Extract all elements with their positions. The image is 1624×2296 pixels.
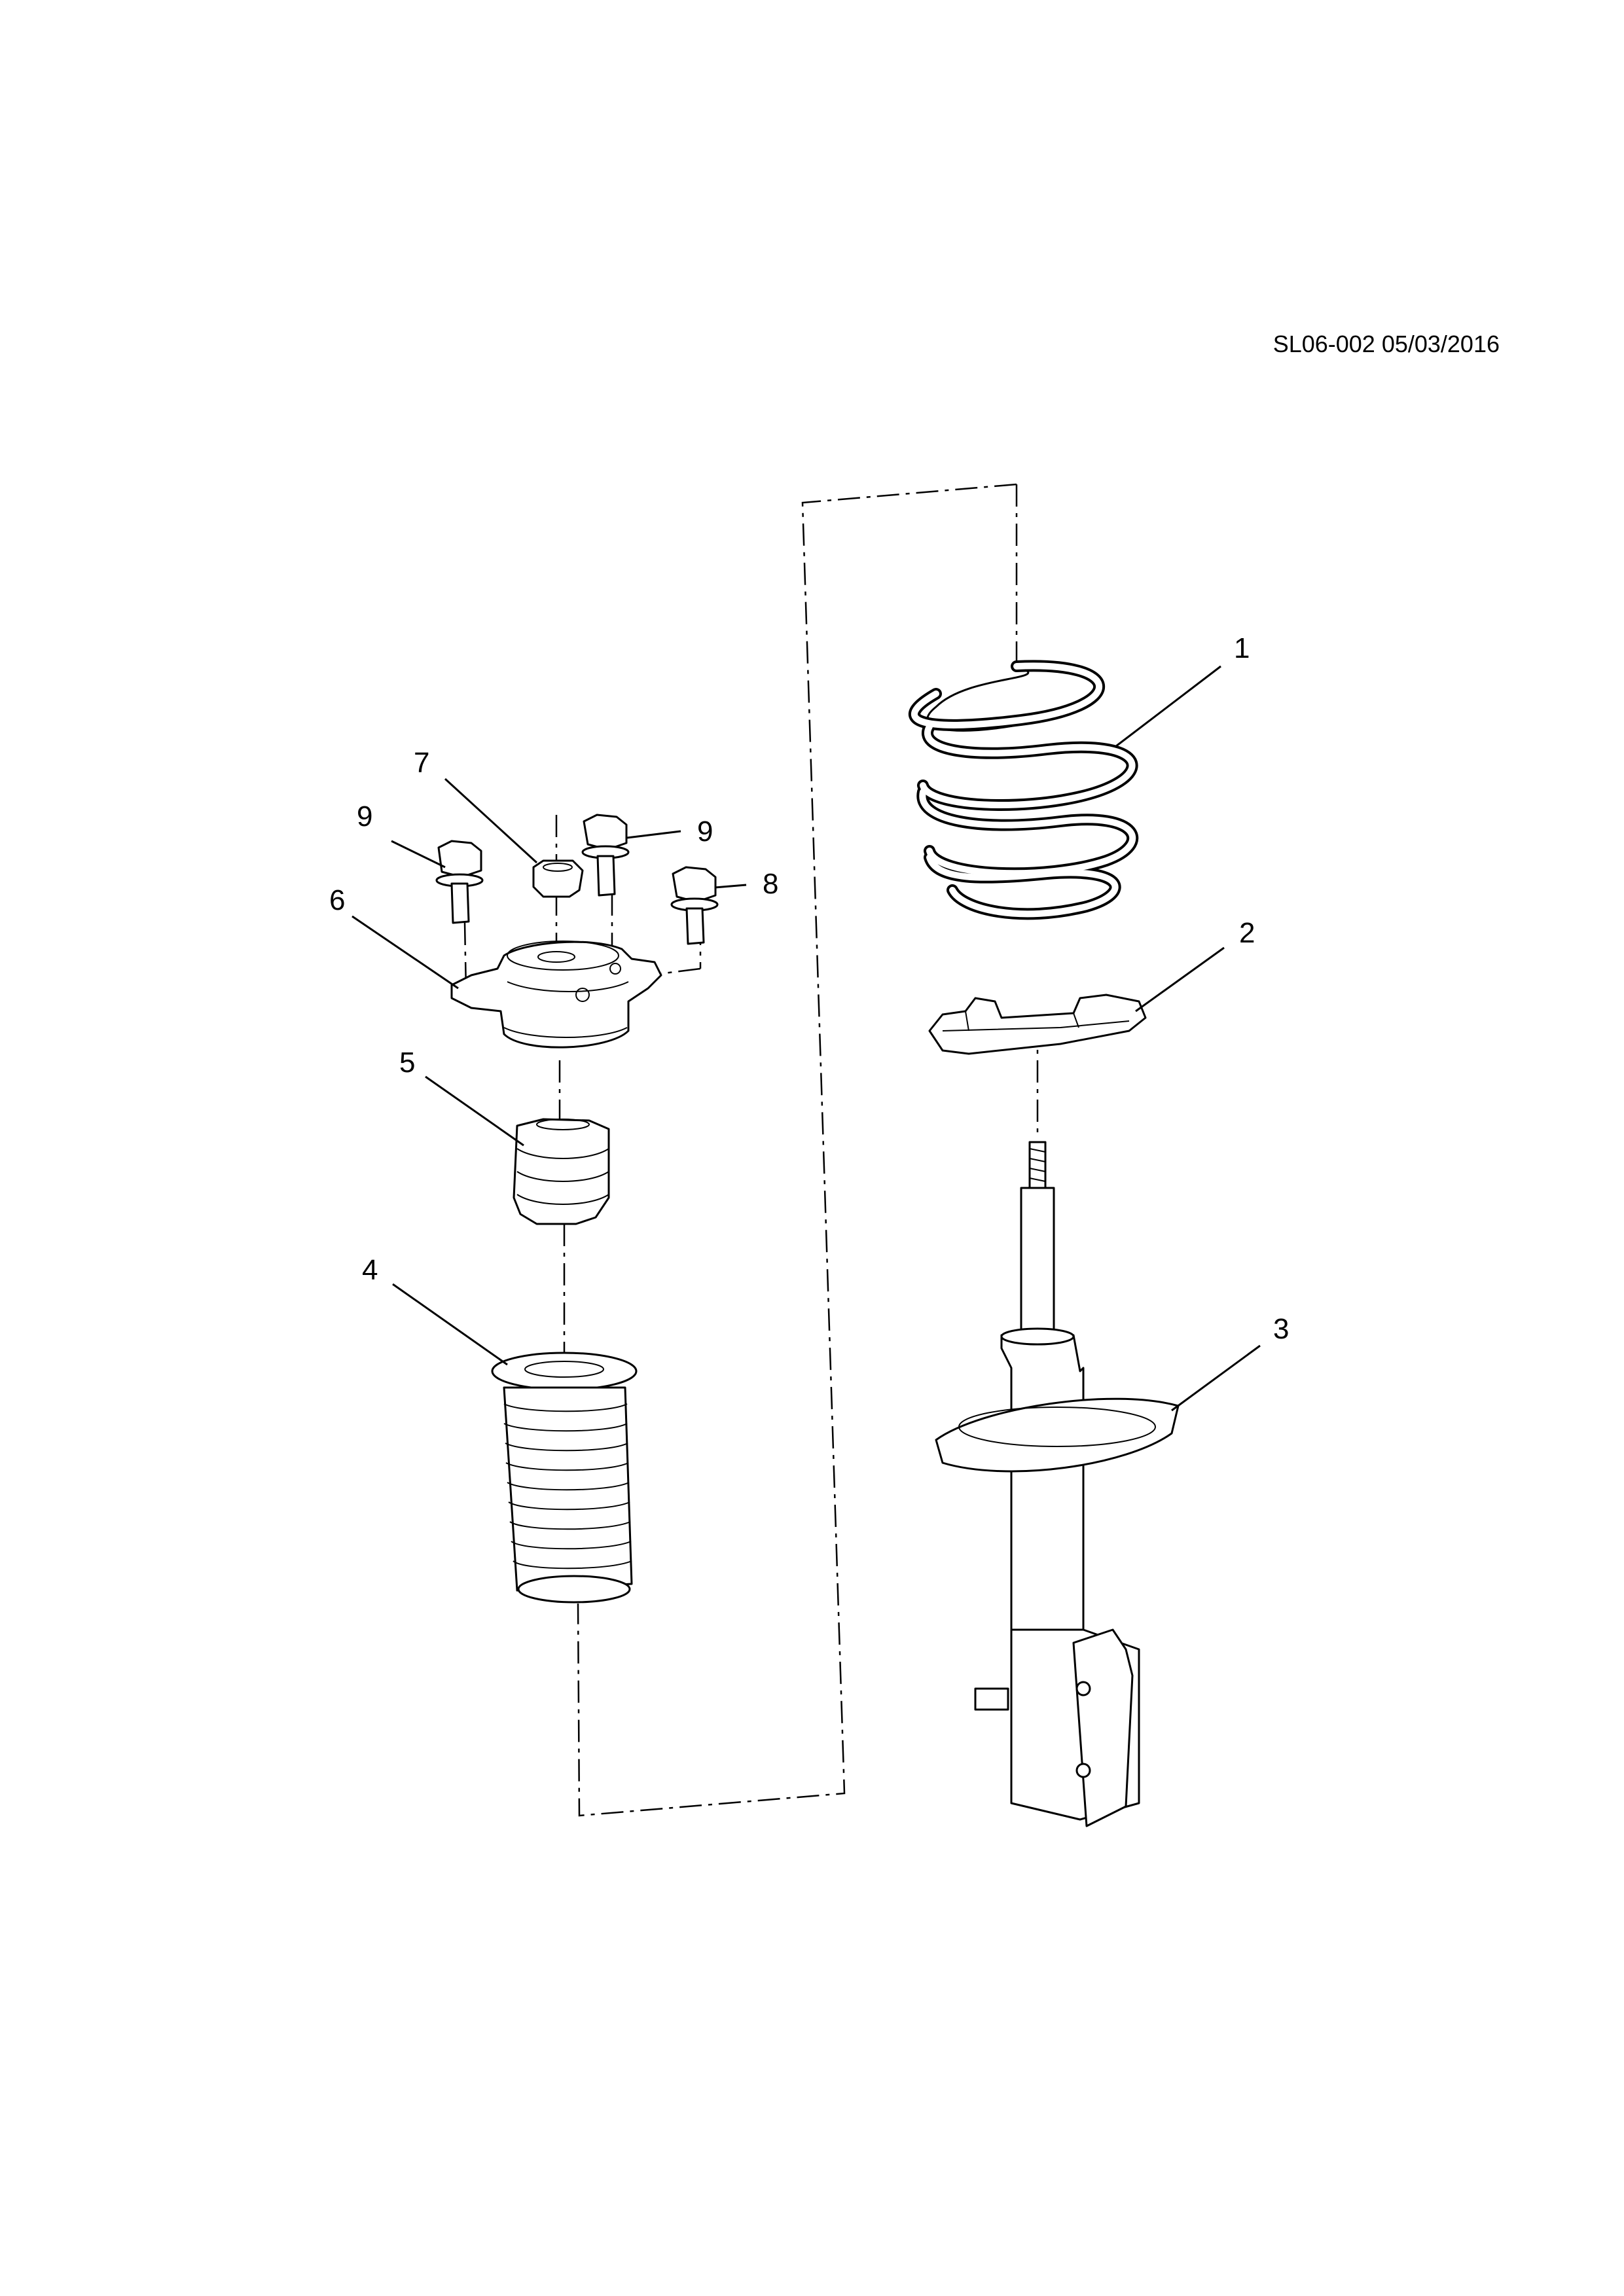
strut-mount	[450, 941, 662, 1049]
callout-5: 5	[399, 1047, 415, 1079]
callout-9: 9	[697, 816, 713, 848]
bump-stop	[513, 1118, 610, 1225]
bolt-right	[581, 814, 630, 897]
spring-seat	[928, 994, 1147, 1055]
leader-lines	[352, 665, 1261, 1412]
strut-assembly	[935, 1141, 1180, 1827]
callout-6: 6	[329, 884, 345, 916]
center-lines	[463, 484, 1039, 1374]
bolt-8	[670, 866, 719, 945]
dust-boot	[491, 1352, 638, 1604]
bolt-left	[435, 840, 484, 924]
diagram-reference-code: SL06-002 05/03/2016	[1272, 331, 1500, 357]
assembly-boundary-line	[577, 483, 1017, 1817]
callout-4: 4	[362, 1254, 378, 1286]
callout-8: 8	[763, 868, 778, 900]
callout-7: 7	[414, 747, 429, 779]
callout-9: 9	[357, 800, 372, 833]
coil-spring	[909, 660, 1139, 920]
callout-2: 2	[1239, 917, 1255, 949]
callout-1: 1	[1234, 632, 1250, 664]
nut	[532, 859, 584, 898]
callout-labels: 1 2 3 4 5 6 7 8 9 9	[329, 632, 1289, 1345]
callout-3: 3	[1273, 1313, 1289, 1345]
